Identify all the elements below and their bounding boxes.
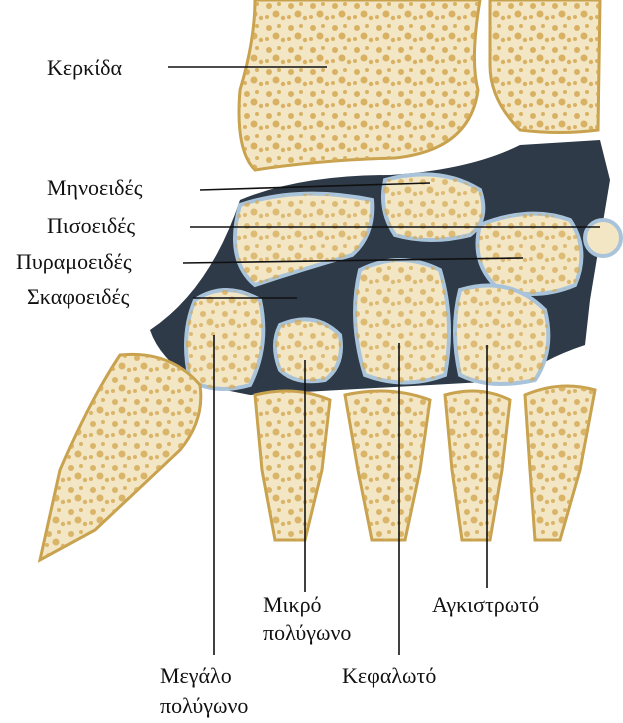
label-lunate: Μηνοειδές xyxy=(47,175,143,200)
label-pisiform: Πισοειδές xyxy=(47,213,135,238)
pisiform-bone xyxy=(585,220,621,256)
label-trapezoid-line2: πολύγωνο xyxy=(263,620,351,645)
label-scaphoid: Σκαφοειδές xyxy=(27,284,130,309)
label-trapezoid-line1: Μικρό xyxy=(263,592,322,617)
label-triquetrum: Πυραμοειδές xyxy=(16,249,132,274)
label-hamate: Αγκιστρωτό xyxy=(432,592,539,617)
label-radius: Κερκίδα xyxy=(47,55,122,80)
label-trapezium-line1: Μεγάλο xyxy=(160,663,232,688)
label-trapezium-line2: πολύγωνο xyxy=(160,693,248,718)
label-capitate: Κεφαλωτό xyxy=(342,663,436,688)
